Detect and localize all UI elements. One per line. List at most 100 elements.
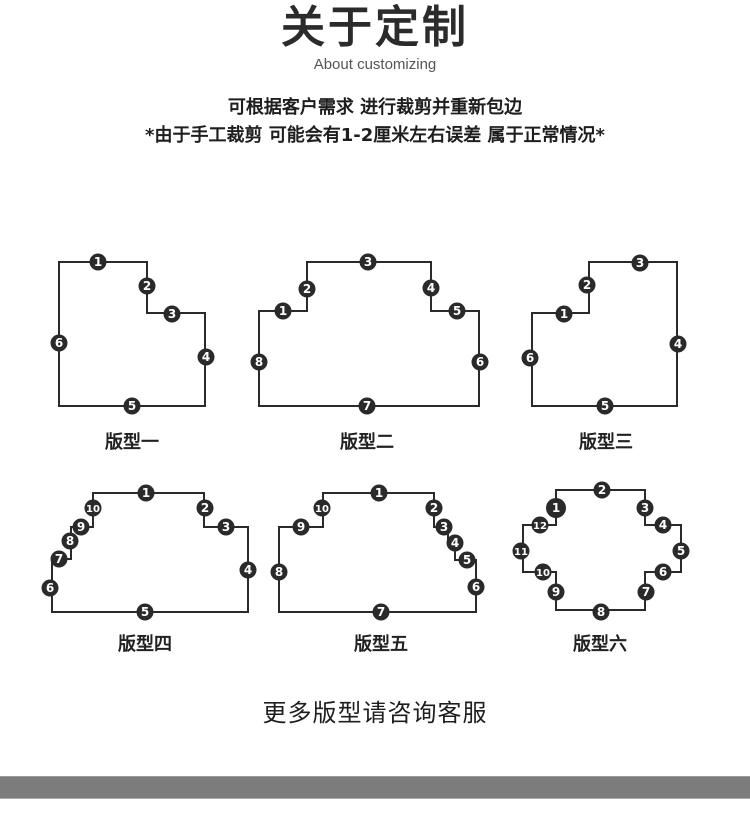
edge-badge-number: 7 (55, 552, 63, 566)
edge-badge (672, 542, 690, 560)
edge-badge-number: 1 (560, 307, 568, 321)
edge-badge-number: 9 (297, 520, 305, 534)
shape-outline (278, 492, 477, 613)
edge-badge (298, 280, 316, 298)
shape-outline (531, 261, 678, 407)
edge-badge (217, 518, 235, 536)
edge-badge-number: 7 (377, 605, 385, 619)
edge-badge-number: 2 (303, 282, 311, 296)
contact-service-text: 更多版型请咨询客服 (262, 699, 488, 727)
edge-badge-number: 4 (244, 563, 252, 577)
edge-badge-number: 7 (642, 585, 650, 599)
edge-badge (84, 499, 102, 517)
edge-badge-number: 6 (55, 336, 63, 350)
shape-outline (51, 492, 249, 613)
edge-badge (448, 302, 466, 320)
edge-badge (534, 563, 552, 581)
edge-badge-number: 2 (201, 501, 209, 515)
edge-badge-number: 1 (552, 501, 560, 515)
edge-badge-number: 3 (222, 520, 230, 534)
edge-badge (137, 484, 155, 502)
edge-badge-number: 5 (601, 399, 609, 413)
edge-badge (593, 481, 611, 499)
shape-label: 版型三 (579, 432, 633, 453)
edge-badge-number: 6 (472, 580, 480, 594)
edge-badge (654, 516, 672, 534)
edge-badge-number: 5 (677, 544, 685, 558)
edge-badge (270, 563, 288, 581)
edge-badge-number: 3 (168, 307, 176, 321)
edge-badge (292, 518, 310, 536)
edge-badge (425, 499, 443, 517)
shape-label: 版型二 (340, 432, 394, 453)
edge-badge-number: 9 (77, 520, 85, 534)
edge-badge-number: 2 (430, 501, 438, 515)
edge-badge-number: 5 (141, 605, 149, 619)
edge-badge-number: 2 (583, 278, 591, 292)
description-line-2: *由于手工裁剪 可能会有1-2厘米左右误差 属于正常情况* (145, 125, 605, 146)
edge-badge-number: 6 (476, 355, 484, 369)
edge-badge (521, 349, 539, 367)
shape-outline (58, 261, 206, 407)
edge-badge-number: 1 (279, 304, 287, 318)
edge-badge-number: 4 (451, 536, 459, 550)
edge-badge (313, 499, 331, 517)
edge-badge-number: 11 (514, 547, 528, 558)
shape-outline (258, 261, 480, 407)
edge-badge (50, 334, 68, 352)
shape-label: 版型四 (118, 634, 172, 655)
edge-badge (163, 305, 181, 323)
edge-badge (89, 253, 107, 271)
edge-badge-number: 4 (659, 518, 667, 532)
edge-badge-number: 3 (641, 501, 649, 515)
description-line-1: 可根据客户需求 进行裁剪并重新包边 (227, 97, 523, 118)
edge-badge (637, 583, 655, 601)
edge-badge-number: 2 (598, 483, 606, 497)
edge-badge-number: 3 (440, 520, 448, 534)
edge-badge (592, 603, 610, 621)
edge-badge (372, 603, 390, 621)
edge-badge (555, 305, 573, 323)
page-title: 关于定制 (281, 2, 469, 53)
shape-label: 版型五 (354, 634, 408, 655)
edge-badge-number: 8 (597, 605, 605, 619)
edge-badge-number: 2 (143, 279, 151, 293)
edge-badge-number: 12 (533, 521, 547, 532)
edge-badge (197, 348, 215, 366)
edge-badge (631, 254, 649, 272)
edge-badge (422, 279, 440, 297)
edge-badge (547, 583, 565, 601)
edge-badge (596, 397, 614, 415)
footer-bar (0, 776, 750, 799)
shape-label: 版型六 (573, 634, 627, 655)
edge-badge (138, 277, 156, 295)
edge-badge (669, 335, 687, 353)
edge-badge-number: 8 (255, 355, 263, 369)
edge-badge (61, 532, 79, 550)
edge-badge-number: 5 (463, 553, 471, 567)
edge-badge-number: 8 (275, 565, 283, 579)
edge-badge-number: 10 (86, 504, 100, 515)
edge-badge (358, 397, 376, 415)
edge-badge-number: 7 (363, 399, 371, 413)
edge-badge (467, 578, 485, 596)
edge-badge (531, 516, 549, 534)
edge-badge (471, 353, 489, 371)
edge-badge-number: 5 (128, 399, 136, 413)
edge-badge (546, 498, 566, 518)
shape-outline (522, 489, 682, 611)
page-subtitle: About customizing (313, 56, 437, 73)
edge-badge (435, 518, 453, 536)
edge-badge-number: 1 (142, 486, 150, 500)
edge-badge-number: 8 (66, 534, 74, 548)
edge-badge (72, 518, 90, 536)
edge-badge (250, 353, 268, 371)
edge-badge (654, 563, 672, 581)
edge-badge-number: 4 (674, 337, 682, 351)
